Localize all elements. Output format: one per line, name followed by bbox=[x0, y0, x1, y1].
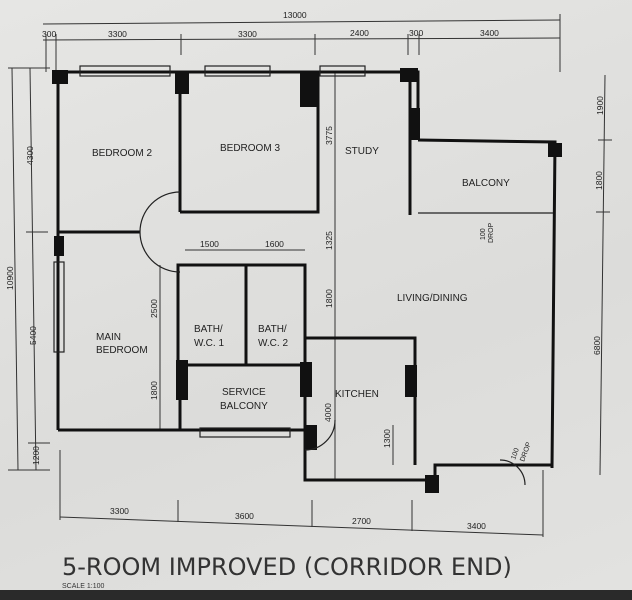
dim-bottom: 3400 bbox=[467, 521, 486, 531]
dim-bottom: 2700 bbox=[352, 516, 371, 526]
room-bedroom-3: BEDROOM 3 bbox=[220, 143, 280, 154]
drop-label: DROP bbox=[488, 222, 495, 243]
dim-right: 1900 bbox=[595, 96, 605, 115]
dim-top: 300 bbox=[409, 28, 423, 38]
dimension-lines bbox=[8, 14, 612, 537]
dim-corridor: 1800 bbox=[324, 289, 334, 308]
dimension-labels: 13000 300 3300 3300 2400 300 3400 10900 … bbox=[5, 10, 605, 531]
dim-kitchen-sink: 1300 bbox=[382, 429, 392, 448]
dim-top: 3300 bbox=[238, 29, 257, 39]
dim-kitchen: 4000 bbox=[323, 403, 333, 422]
dim-left: 1200 bbox=[31, 446, 41, 465]
room-service-2: BALCONY bbox=[220, 401, 268, 412]
drop-label: 100 bbox=[510, 447, 521, 460]
dim-bottom: 3600 bbox=[235, 511, 254, 521]
drop-label: 100 bbox=[480, 228, 487, 240]
room-main-bedroom-2: BEDROOM bbox=[96, 345, 148, 356]
room-kitchen: KITCHEN bbox=[335, 389, 379, 400]
room-balcony: BALCONY bbox=[462, 178, 510, 189]
room-bath2-a: BATH/ bbox=[258, 324, 287, 335]
dim-top: 300 bbox=[42, 29, 56, 39]
room-labels: BEDROOM 2 BEDROOM 3 STUDY BALCONY LIVING… bbox=[92, 143, 510, 412]
dim-left-total: 10900 bbox=[5, 266, 15, 290]
plan-title: 5-ROOM IMPROVED (CORRIDOR END) bbox=[62, 553, 512, 581]
room-study: STUDY bbox=[345, 146, 379, 157]
dim-left: 5400 bbox=[28, 326, 38, 345]
room-main-bedroom-1: MAIN bbox=[96, 332, 121, 343]
room-bath2-b: W.C. 2 bbox=[258, 338, 288, 349]
dim-corridor: 1325 bbox=[324, 231, 334, 250]
dim-bath-1: 1500 bbox=[200, 239, 219, 249]
dim-service: 1800 bbox=[149, 381, 159, 400]
drop-label: DROP bbox=[519, 441, 533, 463]
dim-study: 3775 bbox=[324, 126, 334, 145]
dim-right: 6800 bbox=[592, 336, 602, 355]
dim-top: 2400 bbox=[350, 28, 369, 38]
room-bath1-a: BATH/ bbox=[194, 324, 223, 335]
room-living-dining: LIVING/DINING bbox=[397, 293, 468, 304]
dim-right: 1800 bbox=[594, 171, 604, 190]
dim-top-total: 13000 bbox=[283, 10, 307, 20]
room-bedroom-2: BEDROOM 2 bbox=[92, 148, 152, 159]
dim-bottom: 3300 bbox=[110, 506, 129, 516]
dim-top: 3400 bbox=[480, 28, 499, 38]
room-bath1-b: W.C. 1 bbox=[194, 338, 224, 349]
plan-scale: SCALE 1:100 bbox=[62, 583, 105, 590]
dim-top: 3300 bbox=[108, 29, 127, 39]
room-service-1: SERVICE bbox=[222, 387, 266, 398]
dim-bath-height: 2500 bbox=[149, 299, 159, 318]
dim-bath-2: 1600 bbox=[265, 239, 284, 249]
dim-left: 4300 bbox=[25, 146, 35, 165]
walls bbox=[52, 65, 562, 493]
